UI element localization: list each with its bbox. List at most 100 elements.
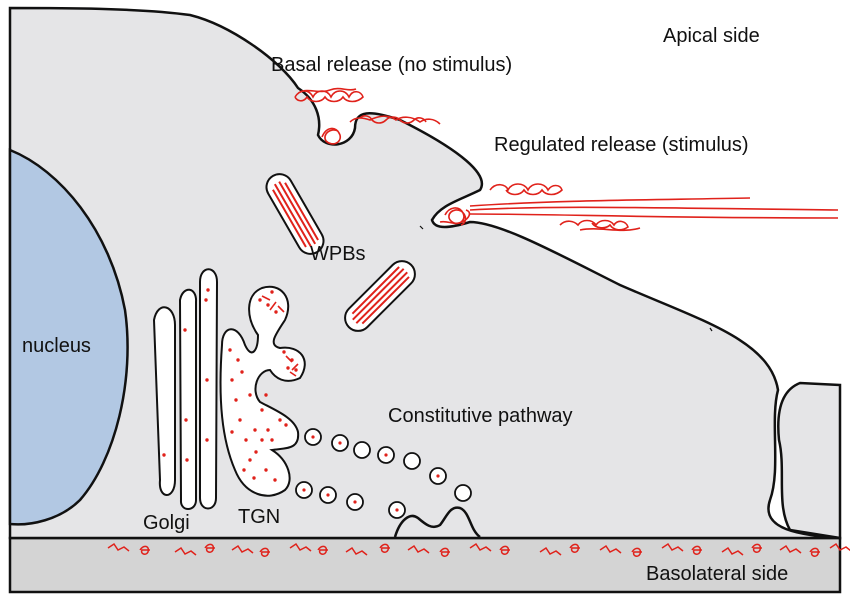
cargo-dot	[286, 366, 290, 370]
vwf-string	[751, 543, 762, 553]
cargo-dot	[266, 303, 270, 307]
tgn	[219, 285, 306, 497]
cargo-dot	[183, 328, 187, 332]
vwf-string	[345, 546, 368, 556]
cargo-dot	[253, 428, 257, 432]
vwf-string	[379, 543, 390, 553]
cargo-dot	[205, 378, 209, 382]
endothelial-cell	[8, 6, 841, 540]
vwf-string	[779, 544, 802, 554]
label-constitutive-pathway: Constitutive pathway	[388, 405, 573, 427]
label-golgi: Golgi	[143, 512, 190, 534]
wpb-upper	[265, 173, 325, 255]
cargo-dot	[230, 430, 234, 434]
vwf-string	[599, 544, 622, 554]
vwf-string	[289, 542, 312, 552]
vwf-string	[174, 546, 197, 556]
vwf-regulated-release	[439, 183, 839, 232]
cargo-dot	[242, 468, 246, 472]
label-regulated-release: Regulated release (stimulus)	[494, 134, 749, 156]
vesicle	[403, 452, 421, 470]
golgi-cisterna-2	[178, 288, 198, 510]
label-nucleus: nucleus	[22, 335, 91, 357]
cargo-dot	[258, 298, 262, 302]
cargo-dot	[185, 458, 189, 462]
cargo-rod	[269, 301, 277, 311]
basement-membrane	[8, 536, 842, 594]
cargo-dot	[240, 370, 244, 374]
vwf-string	[539, 546, 562, 556]
vwf-string	[317, 545, 328, 555]
cytoplasm-mark	[709, 327, 713, 332]
cargo-rod	[289, 371, 297, 377]
cargo-dot	[264, 468, 268, 472]
vwf-string	[469, 542, 492, 552]
vesicle-cargo	[302, 435, 440, 512]
vwf-string	[407, 544, 430, 554]
cargo-dot	[236, 358, 240, 362]
vwf-basal-release	[294, 87, 441, 145]
cytoplasm-mark	[419, 225, 424, 230]
vwf-string	[809, 547, 820, 557]
vwf-cargo-dots	[162, 288, 299, 482]
cargo-dot	[278, 418, 282, 422]
cargo-dot	[273, 478, 277, 482]
cargo-dot	[230, 378, 234, 382]
label-basolateral-side: Basolateral side	[646, 563, 788, 585]
cargo-dot	[234, 398, 238, 402]
cargo-dot	[205, 438, 209, 442]
label-basal-release: Basal release (no stimulus)	[271, 54, 512, 76]
vwf-string	[231, 544, 254, 554]
cargo-dot	[260, 408, 264, 412]
vwf-string	[631, 547, 642, 557]
cargo-dot	[228, 348, 232, 352]
cargo-dot	[252, 476, 256, 480]
vwf-string	[569, 543, 580, 553]
cargo-rod	[277, 305, 285, 313]
nucleus	[8, 148, 129, 526]
cargo-dot	[282, 350, 286, 354]
vwf-string	[139, 545, 150, 555]
cargo-rod	[291, 363, 299, 371]
cargo-dot	[184, 418, 188, 422]
label-tgn: TGN	[238, 506, 280, 528]
vwf-basolateral-strings	[107, 542, 850, 557]
cargo-dot	[274, 310, 278, 314]
cargo-dot	[270, 290, 274, 294]
cargo-dot	[244, 438, 248, 442]
vwf-string	[829, 542, 850, 552]
cargo-dot	[248, 458, 252, 462]
vwf-string	[259, 547, 270, 557]
vesicle	[353, 441, 371, 459]
cargo-dot	[204, 298, 208, 302]
vwf-string	[204, 543, 215, 553]
exocytosis-bump	[393, 506, 481, 539]
vwf-string	[439, 547, 450, 557]
constitutive-vesicles	[295, 428, 472, 519]
cargo-dot	[266, 428, 270, 432]
cargo-dot	[294, 368, 298, 372]
golgi-cisterna-3	[199, 268, 219, 510]
golgi-cisterna-1	[152, 306, 176, 496]
cargo-dot	[248, 393, 252, 397]
cargo-dot	[206, 288, 210, 292]
vesicle	[454, 484, 472, 502]
label-wpbs: WPBs	[310, 243, 366, 265]
wpb-lower	[344, 260, 416, 332]
cargo-rod	[261, 295, 271, 301]
cargo-rod	[285, 355, 293, 363]
cargo-dot	[284, 423, 288, 427]
vwf-string	[721, 546, 744, 556]
cargo-dot	[260, 438, 264, 442]
cargo-dot	[264, 393, 268, 397]
label-apical-side: Apical side	[663, 25, 760, 47]
vwf-string	[107, 542, 130, 552]
cargo-dot	[270, 438, 274, 442]
cargo-dot	[162, 453, 166, 457]
vwf-string	[661, 542, 684, 552]
cargo-dot	[254, 450, 258, 454]
cargo-dot	[238, 418, 242, 422]
neighbour-cell	[777, 381, 842, 540]
vwf-string	[499, 545, 510, 555]
